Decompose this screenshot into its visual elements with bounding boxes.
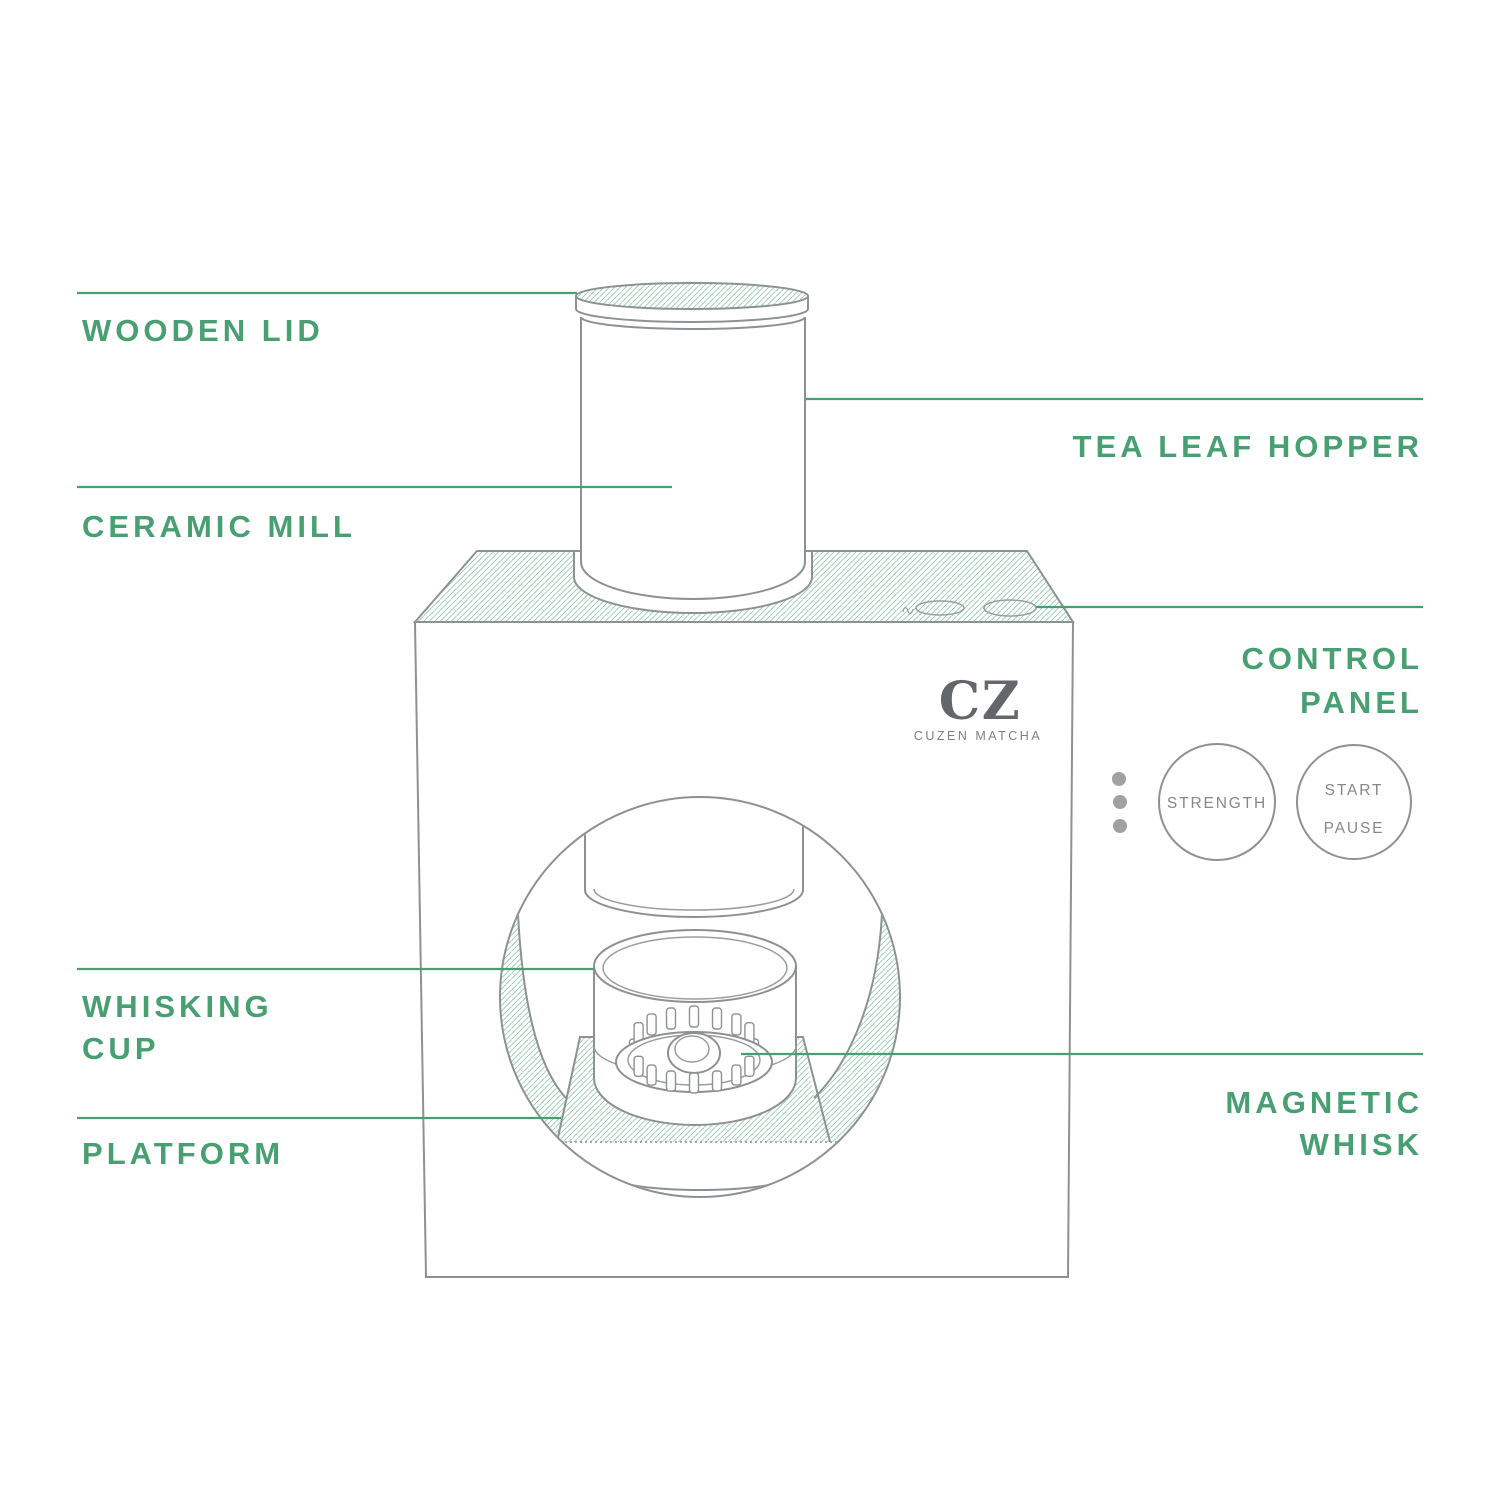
whisk-front-prongs bbox=[633, 1055, 755, 1094]
strength-level-dot-1 bbox=[1112, 772, 1126, 786]
tea-leaf-hopper-label: TEA LEAF HOPPER bbox=[1073, 429, 1423, 464]
chamber-opening-outline bbox=[499, 796, 901, 1198]
start-button-label: START bbox=[1325, 782, 1384, 799]
whisking-chamber bbox=[501, 798, 899, 1196]
control-panel-label-line2: PANEL bbox=[1300, 685, 1423, 720]
magnetic-whisk-label-line1: MAGNETIC bbox=[1225, 1085, 1423, 1120]
pause-button-label: PAUSE bbox=[1324, 820, 1385, 837]
whisking-cup-label-line2: CUP bbox=[82, 1031, 160, 1066]
ceramic-mill-label: CERAMIC MILL bbox=[82, 509, 356, 544]
wooden-lid-top bbox=[575, 282, 809, 310]
tea-leaf-hopper-shape bbox=[575, 282, 809, 600]
chute-inner-arc bbox=[593, 888, 795, 911]
hopper-jar-top-seam bbox=[580, 316, 806, 330]
top-button-small-icon bbox=[915, 600, 965, 616]
wooden-lid-shape bbox=[575, 282, 809, 323]
leader-lines bbox=[77, 291, 1423, 1120]
strength-button-label: STRENGTH bbox=[1167, 795, 1267, 812]
cavity-right-edge bbox=[813, 913, 883, 1099]
logo-mark: CZ bbox=[939, 671, 1021, 732]
top-face-mark-icon bbox=[902, 607, 914, 615]
cavity-left-edge bbox=[517, 913, 567, 1099]
platform-label: PLATFORM bbox=[82, 1136, 284, 1171]
strength-button-circle bbox=[1158, 743, 1276, 861]
brand-logo: CZ CUZEN MATCHA bbox=[914, 671, 1042, 743]
strength-level-dot-3 bbox=[1113, 819, 1127, 833]
magnetic-whisk-label-line2: WHISK bbox=[1300, 1127, 1423, 1162]
start-pause-button: START PAUSE bbox=[1296, 744, 1412, 860]
cup-rim-inner bbox=[602, 936, 788, 1000]
callout-labels: WOODEN LID CERAMIC MILL TEA LEAF HOPPER … bbox=[82, 313, 1423, 1171]
whisk-hub-inner bbox=[674, 1035, 710, 1063]
logo-name: CUZEN MATCHA bbox=[914, 729, 1042, 743]
grinder-chute-recess bbox=[584, 798, 804, 918]
chute-outline bbox=[584, 798, 804, 918]
control-panel-label-line1: CONTROL bbox=[1242, 641, 1423, 676]
start-pause-button-circle bbox=[1296, 744, 1412, 860]
strength-button: STRENGTH bbox=[1158, 743, 1276, 861]
cup-rim-outer bbox=[593, 929, 797, 1003]
control-panel-detail: STRENGTH START PAUSE bbox=[1112, 743, 1412, 861]
strength-level-dot-2 bbox=[1113, 795, 1127, 809]
magnetic-whisk-shape bbox=[615, 1005, 773, 1094]
hopper-jar-body bbox=[580, 317, 806, 600]
wooden-lid-label: WOODEN LID bbox=[82, 313, 324, 348]
whisking-cup-label-line1: WHISKING bbox=[82, 989, 273, 1024]
